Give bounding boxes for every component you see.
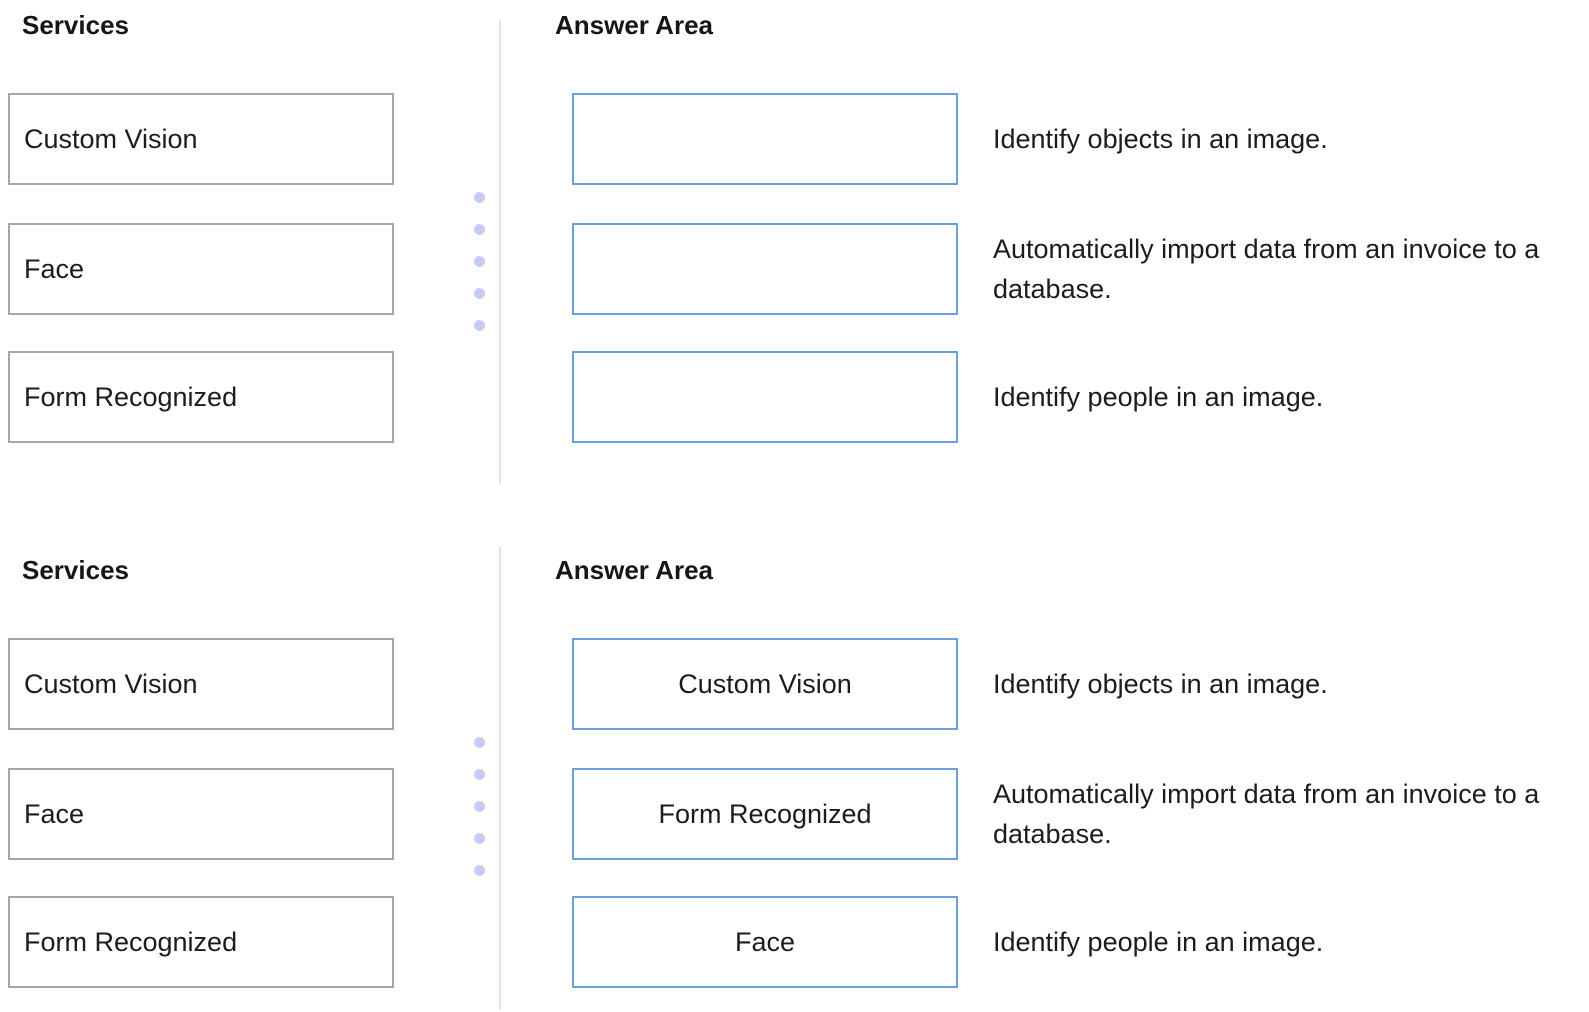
answer-area-heading: Answer Area xyxy=(555,555,713,585)
service-option-face[interactable]: Face xyxy=(8,768,394,860)
dot-icon xyxy=(474,192,485,203)
services-heading: Services xyxy=(22,10,129,40)
dot-icon xyxy=(474,833,485,844)
answer-description-text: Automatically import data from an invoic… xyxy=(993,234,1540,304)
matching-question-panel-answered: Services Answer Area Custom Vision Face … xyxy=(0,545,1589,1012)
divider-dots xyxy=(474,737,485,876)
dot-icon xyxy=(474,801,485,812)
answer-description-3: Identify people in an image. xyxy=(993,351,1563,443)
service-option-custom-vision[interactable]: Custom Vision xyxy=(8,93,394,185)
service-option-label: Face xyxy=(24,798,85,829)
service-option-face[interactable]: Face xyxy=(8,223,394,315)
answer-description-2: Automatically import data from an invoic… xyxy=(993,768,1563,860)
service-option-label: Form Recognized xyxy=(24,381,238,412)
service-option-label: Custom Vision xyxy=(24,668,198,699)
answer-slot-2[interactable]: Form Recognized xyxy=(572,768,958,860)
answer-description-text: Automatically import data from an invoic… xyxy=(993,779,1540,849)
answer-slot-1[interactable] xyxy=(572,93,958,185)
matching-question-panel-unanswered: Services Answer Area Custom Vision Face … xyxy=(0,0,1589,484)
dot-icon xyxy=(474,320,485,331)
answer-slot-1[interactable]: Custom Vision xyxy=(572,638,958,730)
dot-icon xyxy=(474,256,485,267)
answer-slot-3[interactable] xyxy=(572,351,958,443)
divider-line xyxy=(499,547,501,1010)
dot-icon xyxy=(474,769,485,780)
answer-description-2: Automatically import data from an invoic… xyxy=(993,223,1563,315)
service-option-form-recognized[interactable]: Form Recognized xyxy=(8,351,394,443)
dot-icon xyxy=(474,224,485,235)
dot-icon xyxy=(474,737,485,748)
dot-icon xyxy=(474,288,485,299)
answer-description-text: Identify objects in an image. xyxy=(993,124,1328,154)
answer-slot-value: Form Recognized xyxy=(658,798,872,829)
service-option-form-recognized[interactable]: Form Recognized xyxy=(8,896,394,988)
service-option-label: Form Recognized xyxy=(24,926,238,957)
divider-line xyxy=(499,20,501,484)
answer-slot-value: Custom Vision xyxy=(678,668,852,699)
answer-description-3: Identify people in an image. xyxy=(993,896,1563,988)
answer-description-text: Identify people in an image. xyxy=(993,927,1324,957)
dot-icon xyxy=(474,865,485,876)
services-heading: Services xyxy=(22,555,129,585)
answer-description-text: Identify objects in an image. xyxy=(993,669,1328,699)
service-option-custom-vision[interactable]: Custom Vision xyxy=(8,638,394,730)
service-option-label: Face xyxy=(24,253,85,284)
answer-description-1: Identify objects in an image. xyxy=(993,93,1563,185)
service-option-label: Custom Vision xyxy=(24,123,198,154)
answer-slot-3[interactable]: Face xyxy=(572,896,958,988)
answer-description-1: Identify objects in an image. xyxy=(993,638,1563,730)
answer-description-text: Identify people in an image. xyxy=(993,382,1324,412)
answer-area-heading: Answer Area xyxy=(555,10,713,40)
answer-slot-2[interactable] xyxy=(572,223,958,315)
answer-slot-value: Face xyxy=(734,926,796,957)
divider-dots xyxy=(474,192,485,331)
